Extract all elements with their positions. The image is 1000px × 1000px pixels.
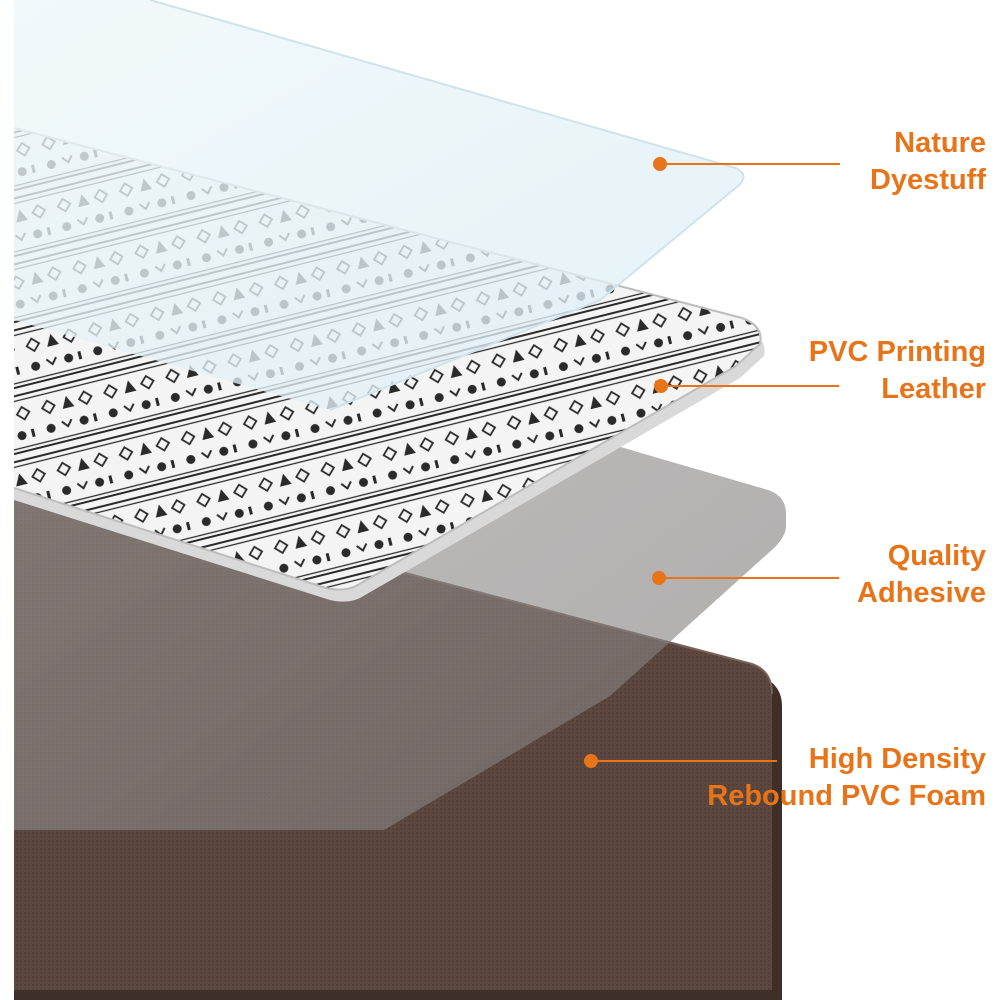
label-3-line-1: Quality xyxy=(887,540,986,572)
callout-line-3 xyxy=(659,577,839,579)
film-layer xyxy=(14,0,745,411)
callout-line-2 xyxy=(661,385,839,387)
label-4-line-1: High Density xyxy=(808,743,986,775)
callout-line-1 xyxy=(660,163,840,165)
label-nature-dyestuff: Nature Dyestuff xyxy=(870,125,986,199)
label-quality-adhesive: Quality Adhesive xyxy=(857,538,986,612)
label-pvc-printing-leather: PVC Printing Leather xyxy=(809,334,986,408)
label-high-density-foam: High Density Rebound PVC Foam xyxy=(707,741,986,815)
label-1-line-1: Nature xyxy=(894,127,986,159)
label-2-line-2: Leather xyxy=(881,373,986,405)
label-3-line-2: Adhesive xyxy=(857,577,986,609)
label-1-line-2: Dyestuff xyxy=(869,164,986,196)
callout-line-4 xyxy=(591,760,777,762)
label-2-line-1: PVC Printing xyxy=(808,336,986,368)
label-4-line-2: Rebound PVC Foam xyxy=(707,780,986,812)
